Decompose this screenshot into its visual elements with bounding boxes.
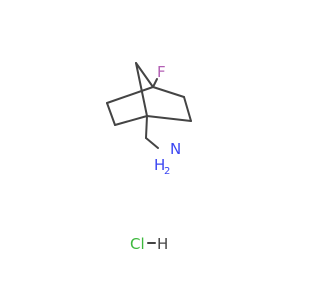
structure-drawing: F N H 2 Cl H	[106, 62, 192, 253]
bond-c-ch2	[145, 115, 148, 139]
atom-nitrogen: N	[170, 140, 181, 158]
atom-fluorine: F	[157, 63, 166, 81]
bond-lower-left	[114, 115, 148, 126]
bond-ch2-n	[145, 137, 159, 149]
atom-nitrogen-hydrogen: H	[154, 156, 165, 174]
bond-upper-left	[106, 86, 154, 104]
molecule-canvas: F N H 2 Cl H	[106, 62, 192, 253]
bond-c-f	[152, 78, 158, 88]
bond-upper-right	[152, 86, 185, 98]
bond-lower-right	[146, 115, 192, 122]
bond-bridge-right	[135, 62, 148, 117]
bond-lower-left-vertical	[106, 102, 116, 126]
atom-hydrogen-chloride: H	[157, 235, 168, 253]
atom-chlorine: Cl	[130, 235, 145, 253]
atom-nitrogen-subscript: 2	[164, 166, 170, 177]
bond-bridge-left	[135, 62, 154, 88]
bond-right-vertical	[183, 96, 192, 122]
